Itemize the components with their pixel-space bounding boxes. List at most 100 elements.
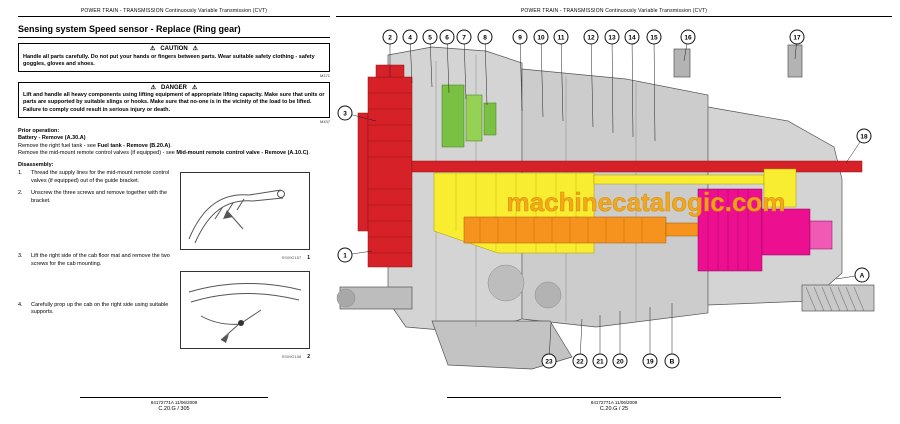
svg-text:22: 22	[576, 358, 584, 365]
title-rule	[18, 37, 330, 38]
warning-icon: ⚠	[192, 46, 199, 52]
footer-rule	[80, 397, 268, 398]
clutch-pack-red	[357, 64, 863, 268]
figure-number: 2	[307, 354, 310, 361]
callout-6: 6	[439, 29, 455, 45]
svg-text:19: 19	[646, 358, 654, 365]
caution-text: Handle all parts carefully. Do not put y…	[23, 53, 315, 67]
svg-text:23: 23	[545, 358, 553, 365]
prior-line-3: Remove the mid-mount remote control valv…	[18, 149, 310, 156]
callout-11: 11	[553, 29, 569, 45]
figures-column: SS09G157 1	[180, 172, 312, 366]
prior-line-2: Remove the right fuel tank - see Fuel ta…	[18, 142, 172, 149]
callout-3: 3	[337, 105, 353, 121]
figure-2-frame	[180, 271, 310, 350]
main-shaft-red	[411, 160, 863, 173]
callout-18: 18	[856, 128, 872, 144]
danger-header: ⚠ DANGER ⚠	[23, 85, 325, 91]
prior-operation: Prior operation: Battery - Remove (A.30.…	[18, 128, 330, 158]
svg-text:7: 7	[462, 34, 466, 41]
step-4: 4. Carefully prop up the cab on the righ…	[18, 302, 170, 317]
danger-text: Lift and handle all heavy components usi…	[23, 92, 325, 113]
callout-22: 22	[572, 353, 588, 369]
figure-2-caption: SS09G158 2	[180, 354, 310, 360]
steps-and-figures: 1. Thread the supply lines for the mid-m…	[18, 170, 330, 366]
svg-text:3: 3	[343, 110, 347, 117]
figure-code: SS09G158	[281, 354, 302, 360]
svg-text:17: 17	[793, 34, 801, 41]
figure-number: 1	[307, 255, 310, 262]
svg-text:A: A	[860, 272, 865, 279]
callout-15: 15	[646, 29, 662, 45]
danger-box: ⚠ DANGER ⚠ Lift and handle all heavy com…	[18, 81, 330, 118]
svg-text:4: 4	[408, 34, 412, 41]
callout-9: 9	[512, 29, 528, 45]
page-left: POWER TRAIN - TRANSMISSION Continuously …	[18, 8, 330, 412]
callout-1: 1	[337, 247, 353, 263]
footer-page-number: C.20.G / 305	[158, 406, 190, 412]
svg-text:16: 16	[684, 34, 692, 41]
svg-text:1: 1	[343, 252, 347, 259]
footer-left: 84172771A 11/06/2009 C.20.G / 305	[18, 397, 330, 412]
step-number: 3.	[18, 253, 23, 260]
step-number: 4.	[18, 301, 23, 308]
svg-text:15: 15	[650, 34, 658, 41]
danger-ref: M437	[319, 118, 330, 124]
figure-1-sketch	[188, 189, 285, 244]
svg-text:9: 9	[518, 34, 522, 41]
footer-right: 84172771A 11/06/2009 C.20.G / 25	[336, 397, 892, 412]
footer-code: 84172771A 11/06/2009	[150, 400, 198, 405]
svg-text:11: 11	[558, 34, 565, 41]
step-1: 1. Thread the supply lines for the mid-m…	[18, 170, 170, 185]
running-header-right: POWER TRAIN - TRANSMISSION Continuously …	[520, 8, 708, 14]
callout-8: 8	[477, 29, 493, 45]
step-text: Thread the supply lines for the mid-moun…	[31, 170, 170, 184]
callout-4: 4	[402, 29, 418, 45]
callout-10: 10	[533, 29, 549, 45]
svg-text:5: 5	[428, 34, 432, 41]
running-header-left: POWER TRAIN - TRANSMISSION Continuously …	[80, 8, 268, 14]
step-number: 2.	[18, 190, 23, 197]
svg-text:12: 12	[587, 34, 595, 41]
svg-text:13: 13	[608, 34, 616, 41]
svg-text:10: 10	[537, 34, 545, 41]
footer-page-number: C.20.G / 25	[599, 406, 629, 412]
header-rule	[336, 16, 892, 17]
transmission-diagram: machinecatalogic.com 1324567891011121314…	[336, 29, 875, 370]
svg-text:B: B	[670, 358, 675, 365]
callout-17: 17	[789, 29, 805, 45]
step-text: Lift the right side of the cab floor mat…	[31, 253, 170, 267]
svg-text:18: 18	[860, 133, 868, 140]
step-text: Carefully prop up the cab on the right s…	[31, 301, 169, 316]
caution-header: ⚠ CAUTION ⚠	[23, 46, 325, 52]
svg-text:20: 20	[616, 358, 624, 365]
callout-21: 21	[592, 353, 608, 369]
warning-icon: ⚠	[149, 46, 156, 52]
callout-14: 14	[624, 29, 640, 45]
housing-detail-lines	[336, 55, 709, 327]
danger-label: DANGER	[160, 84, 187, 91]
watermark: machinecatalogic.com	[507, 187, 786, 217]
callout-16: 16	[680, 29, 696, 45]
svg-text:2: 2	[388, 34, 392, 41]
warning-icon: ⚠	[150, 84, 156, 91]
callout-20: 20	[612, 353, 628, 369]
disassembly-label: Disassembly:	[18, 162, 54, 169]
callout-2: 2	[382, 29, 398, 45]
callout-19: 19	[642, 353, 658, 369]
callout-12: 12	[583, 29, 599, 45]
caution-ref: M171	[319, 72, 330, 78]
steps-column: 1. Thread the supply lines for the mid-m…	[18, 170, 170, 366]
parts-magenta	[697, 188, 833, 272]
svg-text:14: 14	[628, 34, 636, 41]
header-rule	[18, 16, 330, 17]
figure-1-caption: SS09G157 1	[180, 255, 310, 261]
prior-operation-label: Prior operation:	[18, 127, 60, 134]
figure-2-sketch	[188, 283, 302, 344]
callout-5: 5	[422, 29, 438, 45]
page-right: POWER TRAIN - TRANSMISSION Continuously …	[336, 8, 892, 412]
svg-text:6: 6	[445, 34, 449, 41]
